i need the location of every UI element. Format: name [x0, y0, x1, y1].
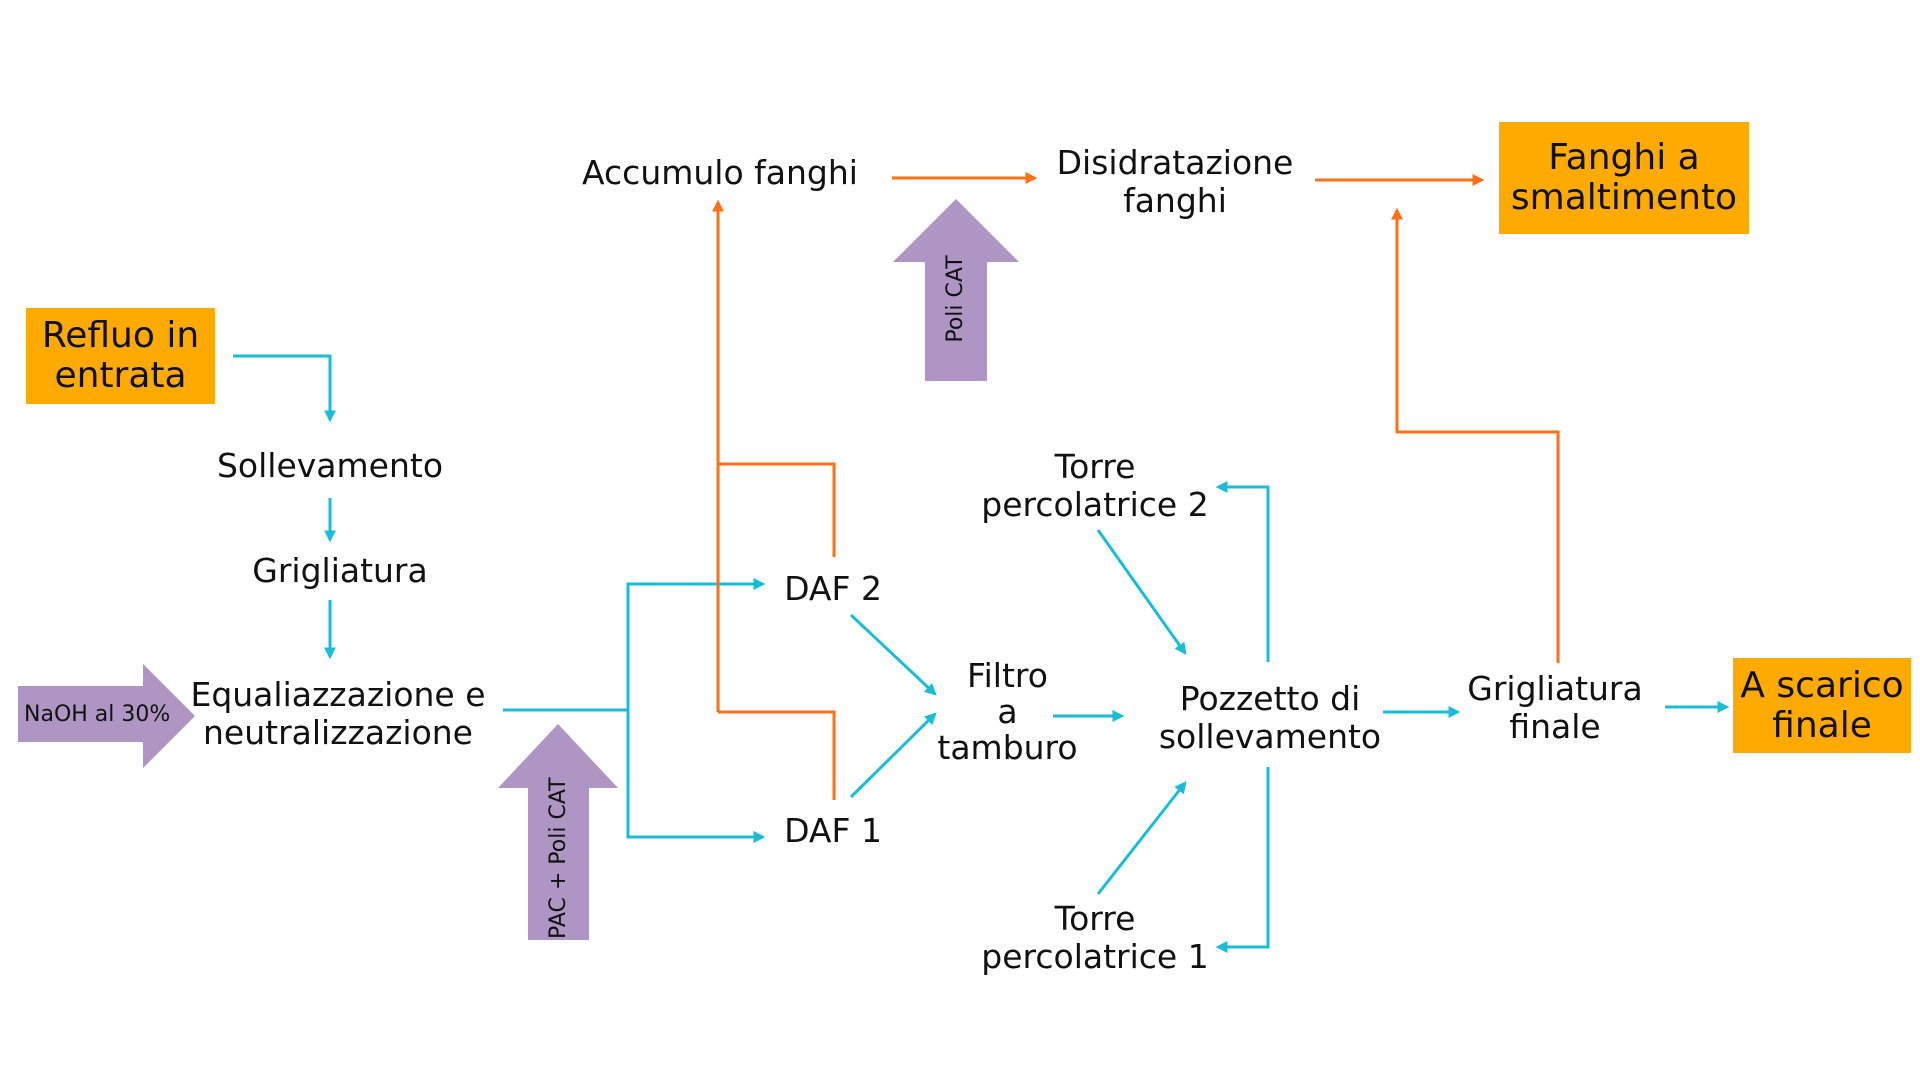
refluo-line-1: Refluo in — [41, 315, 200, 356]
flow-torre2-to-pozzetto — [1096, 529, 1187, 655]
pac-arrow — [498, 724, 618, 940]
grigliatura-finale-line-2: finale — [1509, 707, 1601, 746]
disidratazione-fanghi-step: Disidratazione fanghi — [1040, 144, 1310, 220]
pozzetto-line-2: sollevamento — [1158, 717, 1382, 756]
equalizzazione-line-1: Equaliazzazione e — [190, 675, 486, 714]
flow-refluo-to-sollevamento — [233, 354, 336, 423]
daf2-step: DAF 2 — [768, 570, 898, 608]
fanghi-line-1: Fanghi a — [1548, 137, 1700, 178]
torre1-line-1: Torre — [1054, 899, 1136, 938]
equalizzazione-step: Equaliazzazione e neutralizzazione — [178, 676, 498, 752]
daf1-label: DAF 1 — [784, 811, 882, 850]
pozzetto-sollevamento-step: Pozzetto di sollevamento — [1140, 680, 1400, 756]
pac-label: PAC + Poli CAT — [546, 777, 571, 939]
torre1-line-2: percolatrice 1 — [981, 937, 1209, 976]
naoh-arrow — [18, 664, 195, 768]
grigliatura-finale-step: Grigliatura finale — [1440, 670, 1670, 746]
equalizzazione-line-2: neutralizzazione — [203, 713, 473, 752]
policat-label: Poli CAT — [943, 255, 968, 343]
torre2-line-1: Torre — [1054, 447, 1136, 486]
grigliatura-label: Grigliatura — [252, 551, 428, 590]
sludge-from-grigliatura-finale — [1391, 207, 1560, 663]
daf2-label: DAF 2 — [784, 569, 882, 608]
filtro-line-3: tamburo — [937, 728, 1078, 767]
sollevamento-label: Sollevamento — [216, 446, 444, 485]
flow-split-to-daf2 — [626, 578, 766, 710]
refluo-in-entrata-box: Refluo in entrata — [26, 308, 215, 404]
naoh-label: NaOH al 30% — [24, 702, 171, 727]
disidratazione-line-1: Disidratazione — [1056, 143, 1294, 182]
flow-pozzetto-to-torre2 — [1215, 481, 1270, 662]
filtro-line-2: a — [997, 692, 1018, 731]
torre-percolatrice-1-step: Torre percolatrice 1 — [970, 900, 1220, 976]
disidratazione-line-2: fanghi — [1123, 181, 1227, 220]
flow-pozzetto-to-torre1 — [1215, 767, 1270, 953]
filtro-tamburo-step: Filtro a tamburo — [920, 658, 1095, 766]
water-flow-lines — [233, 354, 1730, 953]
daf1-step: DAF 1 — [768, 812, 898, 850]
sludge-flow-lines — [712, 172, 1560, 800]
grigliatura-step: Grigliatura — [200, 552, 480, 590]
fanghi-smaltimento-box: Fanghi a smaltimento — [1499, 122, 1749, 234]
pozzetto-line-1: Pozzetto di — [1179, 679, 1361, 718]
sollevamento-step: Sollevamento — [190, 447, 470, 485]
flow-daf2-to-filtro — [849, 613, 937, 696]
fanghi-line-2: smaltimento — [1510, 177, 1738, 218]
grigliatura-finale-line-1: Grigliatura — [1467, 669, 1643, 708]
refluo-line-2: entrata — [54, 355, 187, 396]
policat-arrow — [893, 199, 1019, 381]
scarico-line-2: finale — [1772, 704, 1872, 746]
flow-daf1-to-filtro — [849, 712, 937, 799]
torre-percolatrice-2-step: Torre percolatrice 2 — [970, 448, 1220, 524]
flow-split-to-daf1 — [626, 710, 766, 843]
scarico-line-1: A scarico — [1740, 664, 1904, 706]
sludge-from-daf1 — [718, 710, 836, 800]
filtro-line-1: Filtro — [967, 656, 1048, 695]
torre2-line-2: percolatrice 2 — [981, 485, 1209, 524]
accumulo-label: Accumulo fanghi — [582, 153, 858, 192]
flow-torre1-to-pozzetto — [1096, 781, 1187, 895]
accumulo-fanghi-step: Accumulo fanghi — [560, 154, 880, 192]
scarico-finale-box: A scarico finale — [1733, 658, 1911, 753]
sludge-from-daf2 — [718, 462, 836, 557]
